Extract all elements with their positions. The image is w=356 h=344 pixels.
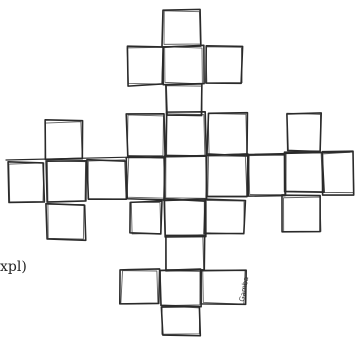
- tile-square-sketch-stroke: [47, 161, 85, 202]
- tile-square-sketch-stroke: [166, 236, 204, 269]
- tile-square: [206, 154, 248, 197]
- tile-square-sketch-stroke: [248, 155, 286, 194]
- tile-square: [163, 45, 204, 84]
- tile-square-sketch-stroke: [88, 160, 126, 199]
- tile-square: [120, 269, 160, 304]
- tile-square: [164, 199, 206, 237]
- tile-square: [46, 161, 86, 202]
- tile-square-sketch-stroke: [287, 113, 321, 151]
- tile-square: [160, 269, 201, 307]
- tile-square-sketch-stroke: [127, 115, 163, 156]
- tile-square-sketch-stroke: [165, 200, 204, 236]
- tile-square: [46, 204, 86, 241]
- tile-square: [162, 9, 201, 47]
- tile-square: [322, 151, 353, 195]
- tile-square: [206, 46, 243, 84]
- tile-square-sketch-stroke: [286, 153, 323, 192]
- signature-text: Gamba: [238, 276, 250, 302]
- tile-square: [287, 113, 321, 152]
- tile-square-sketch-stroke: [208, 156, 247, 197]
- tile-square: [45, 120, 82, 160]
- tile-square-sketch-stroke: [48, 204, 84, 239]
- tile-square: [8, 162, 44, 203]
- tile-square: [126, 157, 164, 200]
- tile-square: [130, 201, 162, 234]
- tile-square: [284, 152, 324, 192]
- tile-square-sketch-stroke: [162, 306, 200, 334]
- tile-square-sketch-stroke: [165, 47, 203, 84]
- square-group: [8, 9, 354, 335]
- tile-square: [164, 155, 207, 200]
- tile-square: [204, 199, 245, 233]
- tile-square-sketch-stroke: [164, 11, 200, 45]
- tile-square: [161, 307, 200, 336]
- tile-square: [87, 160, 126, 200]
- tile-square: [166, 235, 205, 270]
- tile-square-sketch-stroke: [208, 114, 247, 155]
- tile-square-sketch-stroke: [9, 163, 44, 202]
- tile-square: [207, 113, 247, 156]
- tile-square-sketch-stroke: [167, 114, 205, 157]
- tile-square-sketch-stroke: [284, 197, 321, 232]
- tile-square-sketch-stroke: [127, 157, 165, 198]
- tile-square-sketch-stroke: [166, 156, 207, 198]
- signature-mark: Gamba: [238, 276, 250, 302]
- tile-square-sketch-stroke: [206, 47, 242, 83]
- tile-square-sketch-stroke: [121, 271, 158, 304]
- tile-square: [166, 112, 207, 156]
- tile-square: [166, 84, 202, 116]
- tile-square-sketch-stroke: [127, 47, 163, 84]
- tile-square-sketch-stroke: [45, 122, 82, 160]
- tile-square: [282, 195, 320, 232]
- tile-square-sketch-stroke: [205, 200, 244, 234]
- tile-square: [248, 154, 285, 196]
- tile-square: [126, 114, 165, 158]
- tile-square-sketch-stroke: [322, 152, 354, 193]
- margin-text: xpl): [0, 259, 27, 275]
- tile-square: [127, 46, 163, 86]
- tile-square-sketch-stroke: [131, 202, 161, 234]
- tile-square-sketch-stroke: [161, 271, 200, 306]
